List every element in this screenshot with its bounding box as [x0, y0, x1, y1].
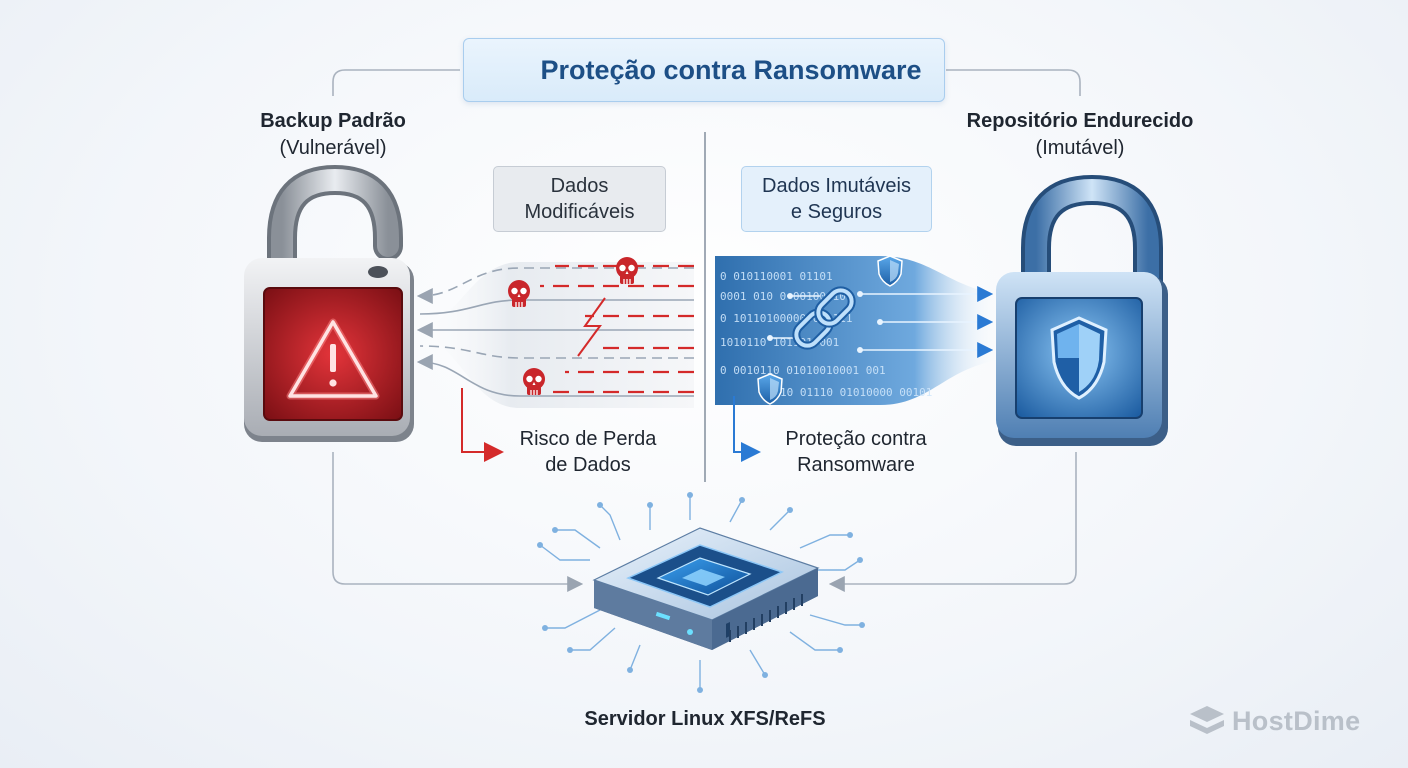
- warning-icon: [286, 318, 380, 400]
- shield-icon: [1050, 316, 1108, 400]
- right-heading: Repositório Endurecido (Imutável): [940, 108, 1220, 162]
- hostdime-logo-icon: [1190, 706, 1224, 734]
- tag-line: Modificáveis: [524, 201, 635, 223]
- data-loss-risk-note: Risco de Perda de Dados: [503, 426, 673, 478]
- binary-line: 10 01110 01010000 00101: [780, 386, 932, 399]
- server-chip-icon: [537, 492, 865, 693]
- binary-line: 0 010110001 01101: [720, 270, 833, 283]
- logo-text: HostDime: [1232, 706, 1361, 736]
- right-heading-subtitle: (Imutável): [1035, 137, 1125, 159]
- left-heading-title: Backup Padrão: [260, 110, 406, 132]
- tag-line: e Seguros: [790, 201, 883, 223]
- note-line: Proteção contra: [785, 428, 927, 450]
- protection-arrow: [733, 396, 761, 462]
- immutable-data-tag: Dados Imutáveis e Seguros: [741, 166, 932, 232]
- open-padlock-icon: [244, 164, 414, 442]
- chain-link-icon: [792, 286, 856, 350]
- right-heading-title: Repositório Endurecido: [966, 110, 1194, 132]
- modifiable-data-tag: Dados Modificáveis: [493, 166, 666, 232]
- note-line: Ransomware: [797, 454, 915, 476]
- modifiable-data-stream: [412, 256, 694, 408]
- binary-line: 0 0010110 01010010001 001: [720, 364, 886, 377]
- hostdime-logo: HostDime: [1188, 706, 1360, 737]
- left-heading: Backup Padrão (Vulnerável): [213, 108, 453, 162]
- left-heading-subtitle: (Vulnerável): [279, 137, 387, 159]
- note-line: de Dados: [545, 454, 631, 476]
- page-title: Proteção contra Ransomware: [540, 54, 922, 85]
- risk-arrow: [461, 388, 504, 462]
- immutable-data-stream: 0 010110001 01101 0001 010 0 00100 10 0 …: [715, 255, 1000, 405]
- tag-line: Dados: [550, 175, 609, 197]
- ransomware-protection-note: Proteção contra Ransomware: [758, 426, 954, 478]
- frame-connectors: [332, 69, 1081, 592]
- note-line: Risco de Perda: [519, 428, 657, 450]
- binary-line: 0001 010 0 00100 10: [720, 290, 846, 303]
- tag-line: Dados Imutáveis: [762, 175, 911, 197]
- title-banner: Proteção contra Ransomware: [463, 38, 945, 102]
- server-label: Servidor Linux XFS/ReFS: [584, 708, 826, 730]
- closed-padlock-icon: [996, 174, 1168, 446]
